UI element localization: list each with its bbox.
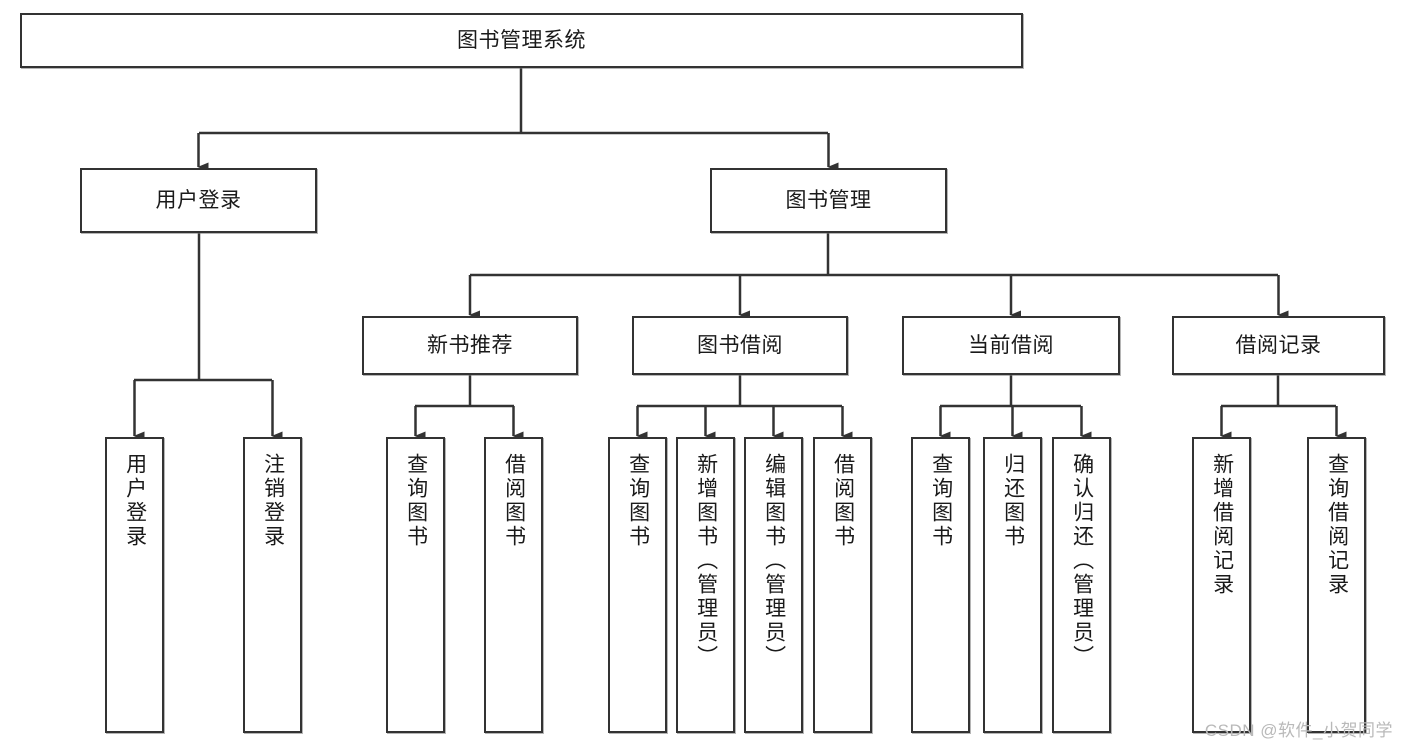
node-leaf-add-book[interactable]: 新增图书（管理员） [676,437,735,733]
node-new-book-recommend[interactable]: 新书推荐 [362,316,578,375]
node-leaf-borrow-book-2[interactable]: 借阅图书 [813,437,872,733]
node-leaf-add-record[interactable]: 新增借阅记录 [1192,437,1251,733]
node-leaf-add-book-label: 新增图书（管理员） [694,453,718,669]
node-leaf-user-login-label: 用户登录 [123,453,147,549]
node-new-book-recommend-label: 新书推荐 [427,333,513,357]
node-user-login-label: 用户登录 [155,188,242,212]
node-borrow-record[interactable]: 借阅记录 [1172,316,1385,375]
node-root[interactable]: 图书管理系统 [20,13,1023,68]
node-leaf-query-book-1[interactable]: 查询图书 [386,437,445,733]
node-leaf-query-book-2[interactable]: 查询图书 [608,437,667,733]
node-current-borrow-label: 当前借阅 [968,333,1054,357]
watermark-text: CSDN @软件_小贺同学 [1204,721,1393,740]
node-leaf-confirm-return-label: 确认归还（管理员） [1070,453,1094,669]
node-leaf-return-book-label: 归还图书 [1001,453,1025,549]
node-root-label: 图书管理系统 [457,28,586,52]
node-book-manage-label: 图书管理 [785,188,872,212]
node-leaf-user-login[interactable]: 用户登录 [105,437,164,733]
node-leaf-logout-label: 注销登录 [261,453,285,549]
node-leaf-return-book[interactable]: 归还图书 [983,437,1042,733]
node-book-manage[interactable]: 图书管理 [710,168,947,233]
node-leaf-edit-book[interactable]: 编辑图书（管理员） [744,437,803,733]
node-leaf-logout[interactable]: 注销登录 [243,437,302,733]
node-leaf-query-book-1-label: 查询图书 [404,453,428,549]
node-borrow-record-label: 借阅记录 [1235,333,1322,357]
node-leaf-borrow-book-1-label: 借阅图书 [502,453,526,549]
node-current-borrow[interactable]: 当前借阅 [902,316,1120,375]
node-book-borrow-label: 图书借阅 [697,333,783,357]
node-leaf-add-record-label: 新增借阅记录 [1210,453,1234,597]
node-leaf-borrow-book-2-label: 借阅图书 [831,453,855,549]
node-leaf-query-record[interactable]: 查询借阅记录 [1307,437,1366,733]
node-leaf-query-book-3-label: 查询图书 [929,453,953,549]
node-book-borrow[interactable]: 图书借阅 [632,316,848,375]
node-user-login[interactable]: 用户登录 [80,168,317,233]
node-leaf-query-record-label: 查询借阅记录 [1325,453,1349,597]
node-leaf-confirm-return[interactable]: 确认归还（管理员） [1052,437,1111,733]
node-leaf-query-book-3[interactable]: 查询图书 [911,437,970,733]
node-leaf-edit-book-label: 编辑图书（管理员） [762,453,786,669]
node-leaf-query-book-2-label: 查询图书 [626,453,650,549]
node-leaf-borrow-book-1[interactable]: 借阅图书 [484,437,543,733]
